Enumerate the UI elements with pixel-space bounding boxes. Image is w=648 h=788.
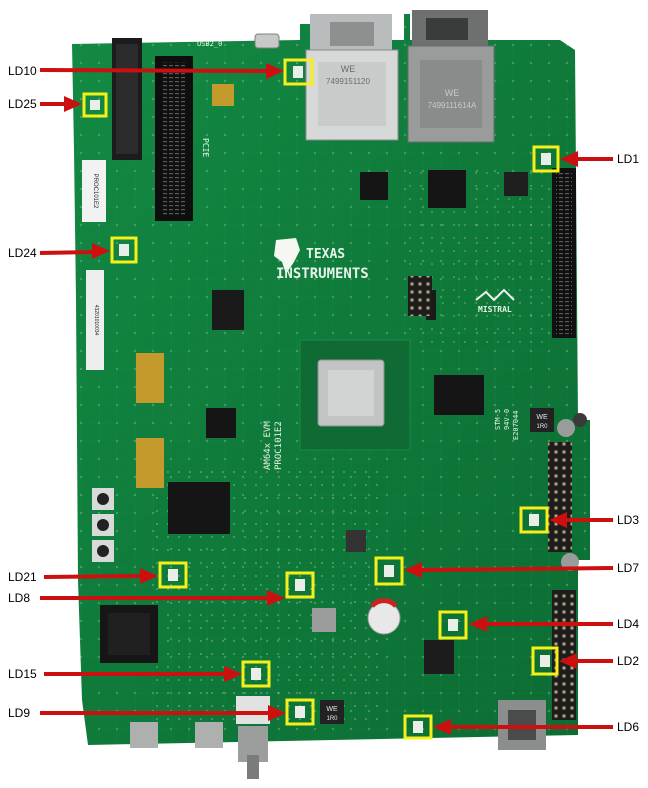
callout-label-ld4: LD4 [617,617,640,631]
barcode-sticker: 43201010034 [86,270,104,370]
callout-label-ld24: LD24 [8,246,37,260]
pcie-silk-label: PCIE [201,138,210,157]
led-box-ld10 [283,58,314,86]
led-box-ld25 [82,92,108,118]
callout-label-ld21: LD21 [8,570,37,584]
arrow-ld10 [39,63,284,79]
arrow-ld8 [40,590,285,606]
ti-logo-line1: TEXAS [306,247,345,262]
proc-sticker-text: PROC101E2 [92,174,98,209]
callout-label-ld2: LD2 [617,654,640,668]
inductor-2-value: 1R0 [326,716,338,722]
mistral-logo-text: MISTRAL [478,305,512,314]
callout-label-ld8: LD8 [8,591,31,605]
led-box-ld7 [374,556,404,586]
pcie-slot: PCIE [155,56,210,221]
callout-label-ld7: LD7 [617,561,640,575]
led-box-ld21 [158,561,188,589]
led-highlight-boxes [82,58,560,740]
cert-line3: E207044 [512,410,520,440]
arrow-ld24 [39,243,110,259]
callout-label-ld6: LD6 [617,720,640,734]
inductor-1-mark: WE [536,414,548,421]
inductor-1: WE 1R0 [530,408,554,432]
arrow-ld21 [43,568,158,584]
usb-silk-label: USB2_0 [197,40,222,48]
arrow-ld3 [549,512,613,528]
inductor-2-mark: WE [326,706,338,713]
ic-phy [428,170,466,208]
callout-label-ld25: LD25 [8,97,37,111]
arrow-ld2 [559,653,613,669]
led-box-ld9 [285,698,315,726]
usb-connector: USB2_0 [197,33,280,49]
callout-arrows [39,63,614,735]
callout-label-ld10: LD10 [8,64,37,78]
dip-switch-1 [136,353,164,403]
led-box-ld2 [531,646,559,676]
ethernet-1-brand: WE [341,64,356,74]
led-box-ld4 [438,610,468,640]
arrow-ld15 [44,666,242,682]
inductor-1-value: 1R0 [536,424,548,430]
arrow-ld9 [40,705,286,721]
barcode-sticker-text: 43201010034 [93,305,99,336]
cert-line1: STM-5 [494,409,502,430]
callout-label-ld3: LD3 [617,513,640,527]
electrolytic-capacitor [367,601,401,635]
led-box-ld8 [285,571,315,599]
led-box-ld3 [519,506,549,534]
callout-label-ld15: LD15 [8,667,37,681]
ethernet-jack-2: WE 7499111614A [407,10,495,143]
push-buttons [92,488,114,562]
evm-silk-line2: PROC101E2 [274,421,284,470]
callout-label-ld9: LD9 [8,706,31,720]
bottom-usb-2 [195,722,223,748]
led-box-ld6 [403,714,433,740]
arrow-ld7 [404,562,614,578]
bottom-usb-1 [130,722,158,748]
arrow-ld25 [40,96,82,112]
led-box-ld24 [110,236,138,264]
cert-line2: 94V-0 [503,409,511,430]
ic-memory [168,482,230,534]
ti-logo-line2: INSTRUMENTS [276,266,369,282]
ethernet-2-brand: WE [445,88,460,98]
led-box-ld15 [241,660,271,688]
ic-right [434,375,484,415]
main-processor [299,339,411,451]
inductor-2: WE 1R0 [320,700,344,724]
proc-sticker: PROC101E2 [82,160,106,222]
arrow-ld1 [560,151,613,167]
pin-header-1 [548,442,572,552]
mistral-logo: MISTRAL [475,288,515,314]
arrow-ld6 [433,719,613,735]
callout-label-ld1: LD1 [617,152,640,166]
standoff-1 [557,419,575,437]
arrow-ld4 [469,616,613,632]
dip-switch-2 [136,438,164,488]
led-components [90,66,551,733]
evm-silk-line1: AM64x EVM [263,421,273,470]
ethernet-1-part: 7499151120 [326,77,370,86]
led-box-ld1 [532,145,560,173]
ethernet-jack-1: WE 7499151120 [305,14,399,141]
ethernet-2-part: 7499111614A [428,101,477,110]
texas-instruments-logo: TEXAS INSTRUMENTS [274,238,369,282]
